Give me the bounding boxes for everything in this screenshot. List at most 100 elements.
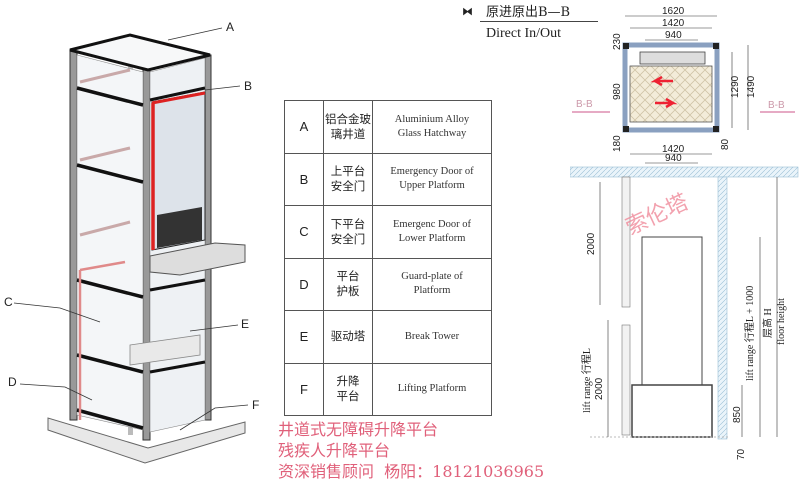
platform-floor [629, 65, 713, 123]
legend-zh: 铝合金玻璃井道 [323, 100, 373, 154]
car-frame [641, 236, 703, 388]
legend-en-line: Glass Hatchway [397, 127, 467, 139]
callout-d: D [8, 375, 17, 389]
legend-en-line: Upper Platform [399, 180, 465, 192]
leader-c [13, 302, 101, 323]
plan-title-underline [480, 21, 598, 22]
corner-post [623, 126, 629, 132]
dim-1490: 1490 [746, 75, 757, 98]
corner-post [713, 126, 719, 132]
legend-en-line: Platform [413, 285, 451, 297]
upper-door-elev [621, 176, 631, 308]
right-post [204, 54, 212, 421]
callout-c: C [4, 295, 13, 309]
leader-e [189, 324, 239, 332]
dim-1420: 1420 [662, 18, 685, 29]
dim-940-bottom: 940 [665, 153, 682, 164]
legend-key: E [284, 310, 324, 364]
rail [76, 86, 144, 107]
rail [76, 408, 144, 430]
legend-zh-line: 上平台 [330, 164, 366, 179]
rail [149, 360, 206, 374]
legend-en: Break Tower [372, 310, 492, 364]
shaft-outline [622, 42, 720, 133]
lift-range-plus-label: lift range 行程L + 1000 [743, 286, 756, 381]
callout-b: B [244, 79, 253, 93]
dim-940: 940 [665, 30, 682, 41]
hatchway-3d-drawing [13, 27, 249, 464]
base-slab [47, 417, 246, 464]
callout-f: F [252, 398, 260, 412]
back-rail [79, 220, 131, 237]
lower-door-elev [621, 324, 631, 436]
corner-post [713, 43, 719, 49]
callout-e: E [241, 317, 250, 331]
legend-zh-line: 铝合金玻 [325, 111, 371, 126]
rail [76, 353, 144, 374]
legend-zh-line: 平台 [336, 389, 360, 404]
legend-key: B [284, 152, 324, 206]
leader-d [19, 383, 93, 401]
lifting-platform [129, 334, 201, 366]
sales-contact: 资深销售顾问 杨阳：18121036965 [278, 462, 545, 481]
dim-180: 180 [612, 135, 623, 152]
dim-230: 230 [612, 33, 623, 50]
callout-a: A [226, 20, 235, 34]
watermark: 索伦塔 [622, 190, 692, 241]
lower-door-frame-top [79, 260, 126, 272]
rail [76, 278, 144, 299]
section-marker-icon: ⧓ [462, 6, 473, 18]
floor-height-zh: 层高 H [761, 308, 774, 338]
back-rail [79, 146, 131, 162]
plan-view-drawing: 1620 1420 940 1420 940 230 980 180 1290 … [572, 6, 795, 164]
legend-zh-line: 安全门 [330, 179, 366, 194]
legend-en-line: Aluminium Alloy [394, 113, 470, 125]
corner-post [623, 43, 629, 49]
legend-key: C [284, 205, 324, 259]
plan-title-zh: 原进原出B—B [486, 5, 571, 20]
lift-range-label: lift range 行程L [580, 348, 593, 413]
upper-platform-ledge [149, 242, 246, 276]
legend-zh: 平台护板 [323, 257, 373, 311]
legend-en: Guard-plate of Platform [372, 257, 492, 311]
legend-zh-line: 平台 [336, 269, 360, 284]
legend-zh-line: 安全门 [330, 231, 366, 246]
legend-zh: 驱动塔 [323, 310, 373, 364]
legend-zh-line: 璃井道 [330, 126, 366, 141]
back-rail [79, 68, 131, 84]
legend-en: Emergency Door of Upper Platform [372, 152, 492, 206]
legend-en-line: Lower Platform [398, 232, 466, 244]
shaft-wall [717, 176, 728, 440]
elevation-drawing: 2000 2000 lift range 行程L 850 70 lift ran… [570, 166, 799, 460]
dim-1290: 1290 [730, 75, 741, 98]
legend-key: F [284, 362, 324, 416]
arrow-in-icon [650, 75, 673, 87]
dim-2000-lift: 2000 [594, 377, 605, 400]
legend-zh-line: 下平台 [330, 216, 366, 231]
leader-f [179, 404, 249, 431]
legend-key: A [284, 100, 324, 154]
dim-850: 850 [732, 406, 743, 423]
legend-zh: 升降平台 [323, 362, 373, 416]
product-name: 井道式无障碍升降平台 [278, 420, 439, 439]
plan-title-en: Direct In/Out [486, 26, 562, 41]
legend-zh-line: 升降 [336, 374, 360, 389]
dim-980: 980 [612, 83, 623, 100]
legend-en-line: Guard-plate of [401, 271, 463, 283]
legend-en-line: Break Tower [404, 330, 460, 342]
product-subtitle: 残疾人升降平台 [278, 441, 391, 460]
upper-door-red-top [151, 91, 206, 105]
section-b-left: B-B [576, 99, 593, 110]
legend-en-line: Emergency Door of [390, 166, 474, 178]
dim-80: 80 [720, 138, 731, 150]
rail [149, 86, 206, 102]
glass-left [76, 54, 144, 431]
